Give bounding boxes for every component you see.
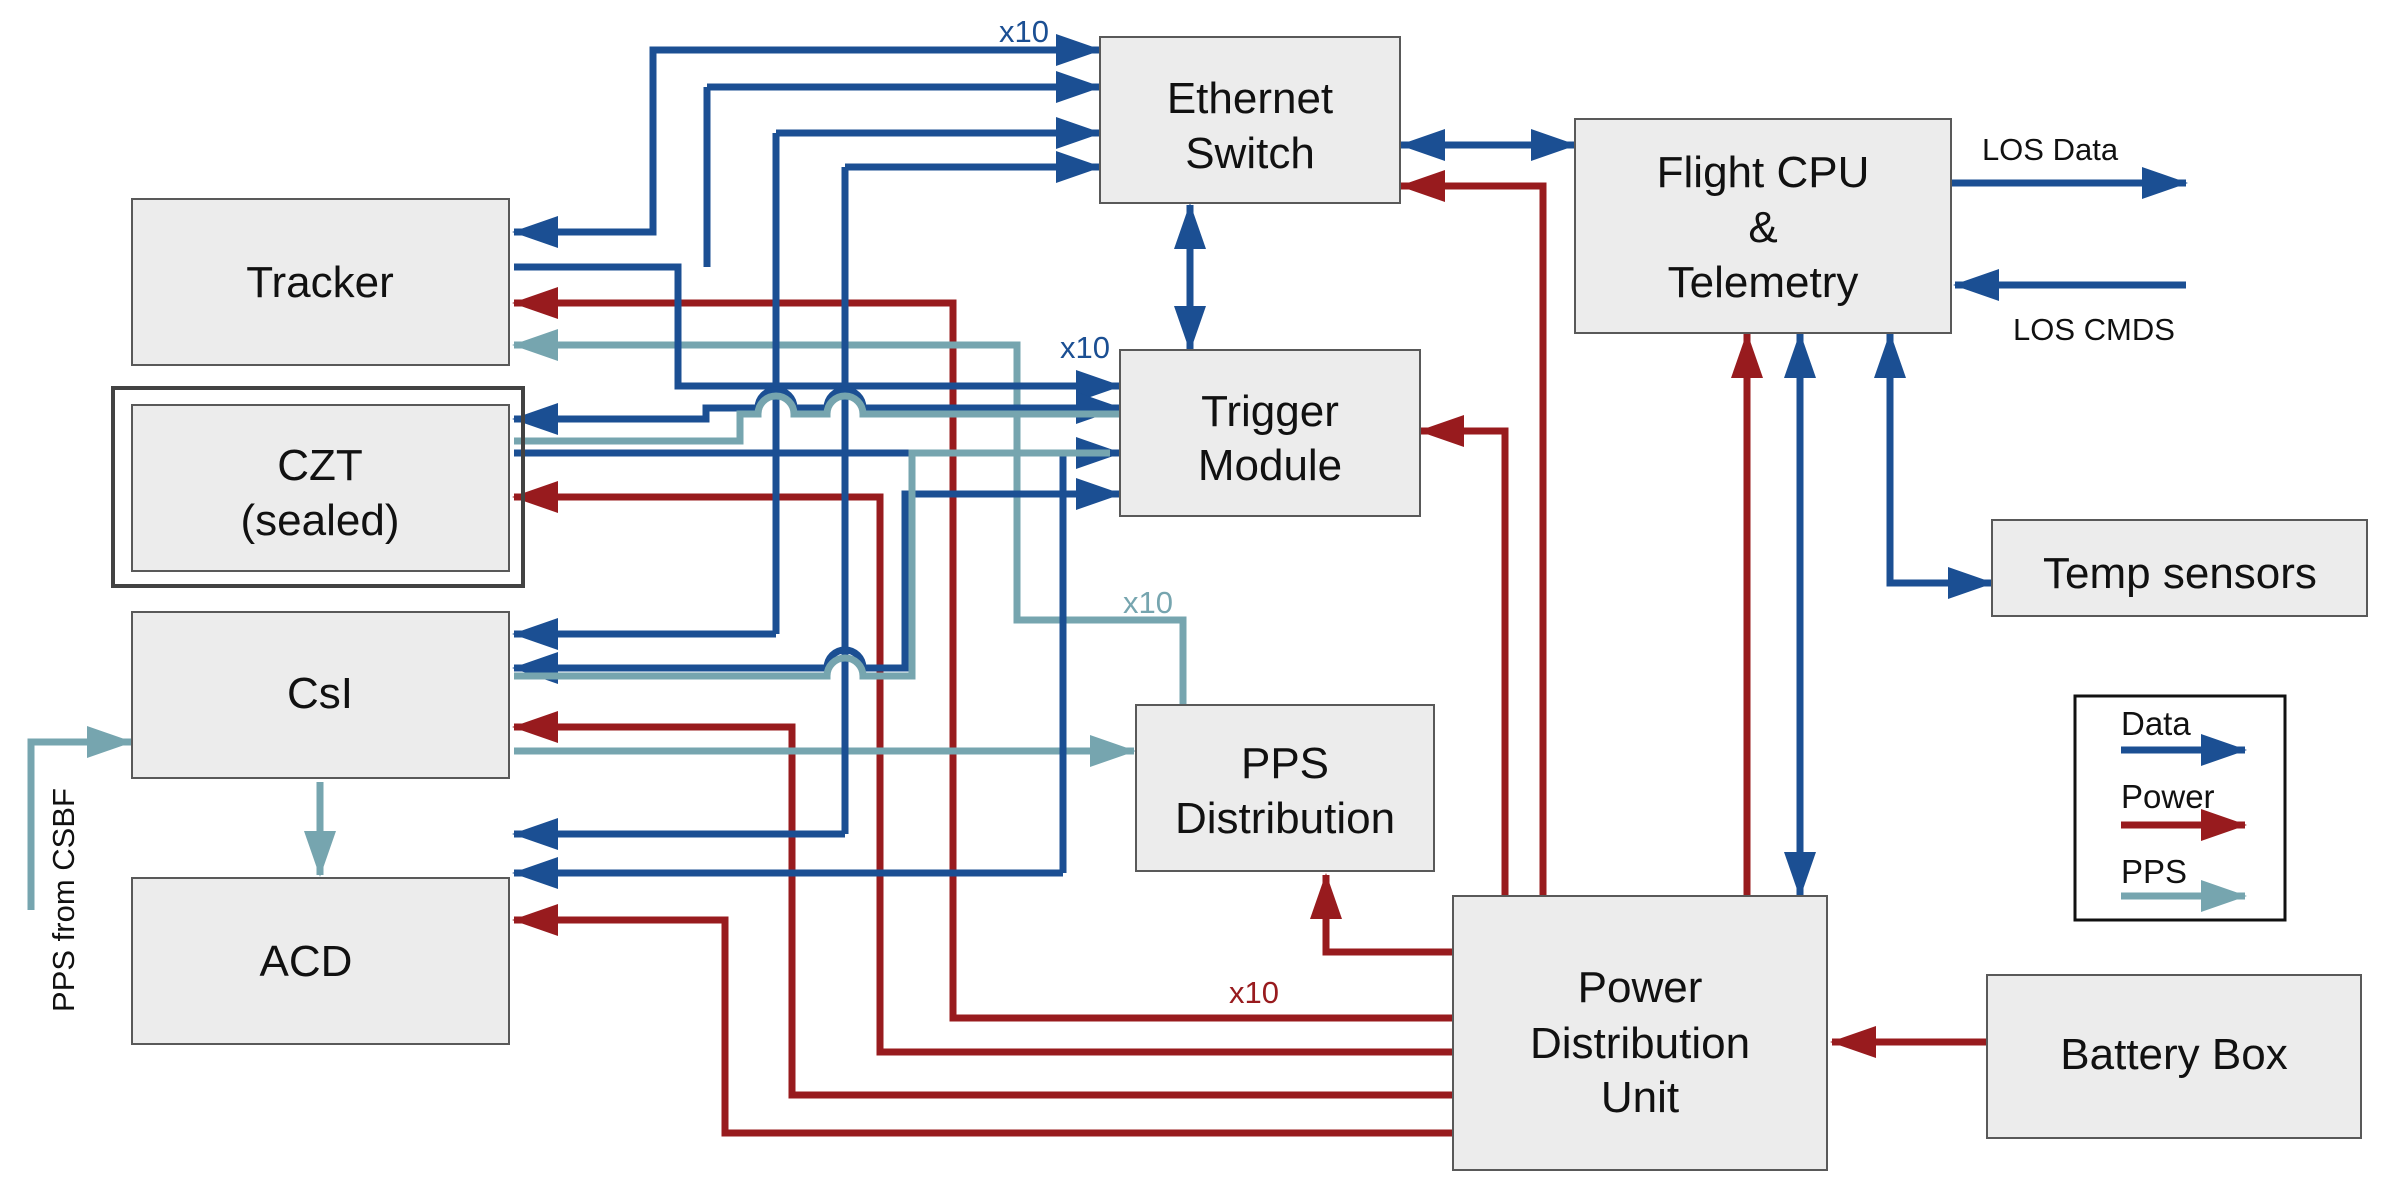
block-czt: CZT (sealed) xyxy=(111,386,525,588)
power-line-trigger xyxy=(1418,415,1509,896)
x10-pps-label: x10 xyxy=(1123,585,1173,620)
pdu-label-3: Unit xyxy=(1601,1073,1679,1122)
battery-box-label: Battery Box xyxy=(2060,1030,2287,1079)
legend-pps-label: PPS xyxy=(2121,853,2187,890)
data-lines xyxy=(512,34,2188,898)
x10-ethernet-label: x10 xyxy=(999,14,1049,49)
data-line-csi-trigger xyxy=(512,478,1122,684)
pps-line-czt-trigger xyxy=(514,392,1120,445)
temp-sensors-label: Temp sensors xyxy=(2043,549,2317,598)
flight-cpu-label-1: Flight CPU xyxy=(1657,148,1870,197)
block-csi: CsI xyxy=(131,611,510,779)
x10-power-label: x10 xyxy=(1229,975,1279,1010)
pps-distribution-label-1: PPS xyxy=(1241,739,1329,788)
tracker-label: Tracker xyxy=(246,258,394,307)
legend-data-label: Data xyxy=(2121,705,2191,742)
ethernet-switch-label-1: Ethernet xyxy=(1167,74,1333,123)
pps-from-csbf-label: PPS from CSBF xyxy=(46,788,81,1012)
power-line-pps-distribution xyxy=(1310,873,1453,956)
block-trigger-module: Trigger Module xyxy=(1119,349,1421,517)
los-cmds-label: LOS CMDS xyxy=(2013,312,2175,347)
block-ethernet-switch: Ethernet Switch xyxy=(1099,36,1401,204)
pps-distribution-label-2: Distribution xyxy=(1175,794,1395,843)
block-tracker: Tracker xyxy=(131,198,510,366)
pps-line-csi-trigger xyxy=(514,449,1110,680)
czt-label-1: CZT xyxy=(277,441,363,490)
flight-cpu-label-3: Telemetry xyxy=(1668,258,1859,307)
power-line-ethernet xyxy=(1399,170,1547,896)
block-pps-distribution: PPS Distribution xyxy=(1135,704,1435,872)
acd-label: ACD xyxy=(260,937,353,986)
data-line-tracker-trigger xyxy=(514,263,1122,402)
data-line-tracker-ethernet xyxy=(512,34,1102,248)
trigger-module-label-2: Module xyxy=(1198,441,1342,490)
block-power-distribution-unit: Power Distribution Unit xyxy=(1452,895,1828,1171)
legend-power-label: Power xyxy=(2121,778,2215,815)
csi-label: CsI xyxy=(287,669,353,718)
trigger-module-label-1: Trigger xyxy=(1201,387,1339,436)
czt-label-2: (sealed) xyxy=(241,496,400,545)
pdu-label-1: Power xyxy=(1578,963,1703,1012)
power-line-csi xyxy=(512,711,1453,1099)
pdu-label-2: Distribution xyxy=(1530,1019,1750,1068)
block-temp-sensors: Temp sensors xyxy=(1991,519,2368,617)
power-line-acd xyxy=(512,904,1453,1137)
block-acd: ACD xyxy=(131,877,510,1045)
ethernet-switch-label-2: Switch xyxy=(1185,129,1315,178)
block-battery-box: Battery Box xyxy=(1986,974,2362,1139)
pps-line-from-csbf xyxy=(27,726,133,910)
los-data-label: LOS Data xyxy=(1982,132,2119,167)
block-flight-cpu: Flight CPU & Telemetry xyxy=(1574,118,1952,334)
x10-trigger-label: x10 xyxy=(1060,330,1110,365)
flight-cpu-label-2: & xyxy=(1748,203,1777,252)
pps-lines-front xyxy=(514,392,1120,680)
legend: Data Power PPS xyxy=(2073,694,2287,922)
data-line-flight-cpu-temp xyxy=(1874,332,1994,599)
